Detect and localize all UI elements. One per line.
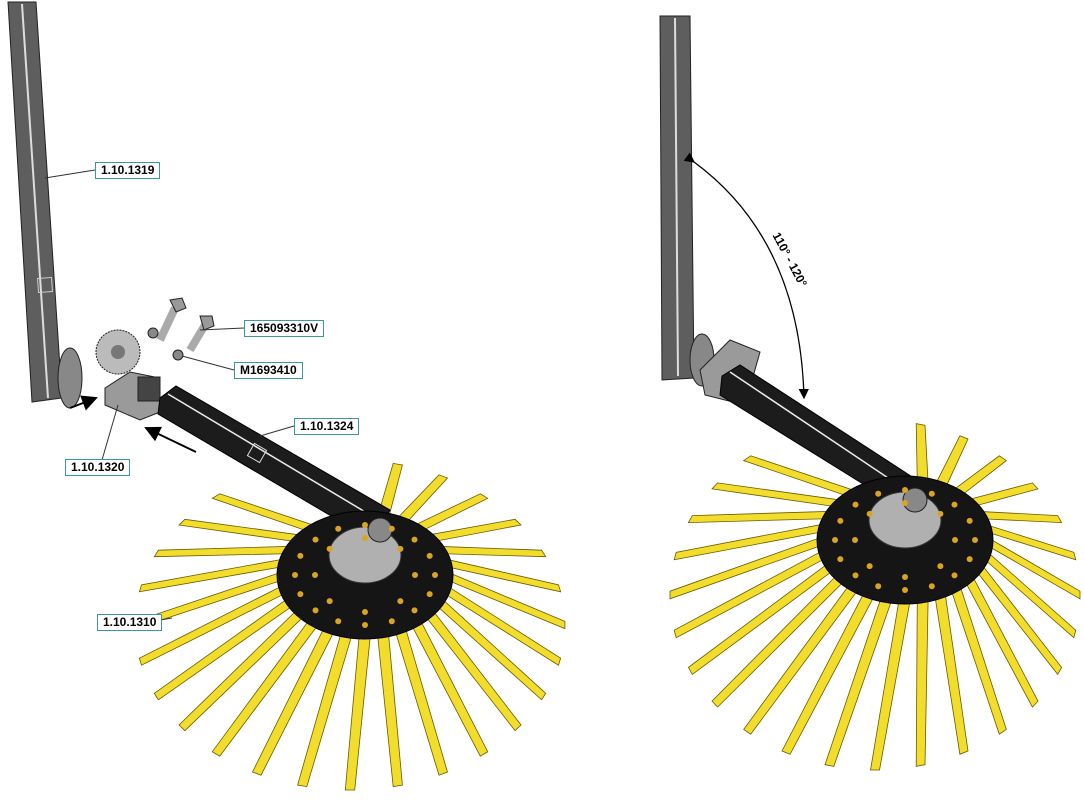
disc-bolt	[362, 609, 368, 615]
disc-bolt	[326, 545, 333, 552]
label-bolt: 165093310V	[244, 320, 325, 337]
disc-bolt	[852, 572, 859, 579]
label-arm: 1.10.1324	[294, 418, 360, 435]
bolts	[147, 297, 215, 361]
disc-bolt	[902, 487, 908, 493]
disc-bolt	[928, 490, 935, 497]
label-disc: 1.10.1310	[97, 614, 163, 631]
disc-bolt	[837, 517, 844, 524]
disc-bolt	[411, 607, 418, 614]
disc-bolt	[952, 537, 958, 543]
disc-bolt	[966, 517, 973, 524]
tines-left	[134, 462, 566, 791]
gear-left	[57, 347, 83, 409]
disc-bolt	[875, 583, 882, 590]
disc-bolt	[866, 563, 873, 570]
label-nut: M1693410	[234, 362, 303, 379]
label-post: 1.10.1319	[95, 162, 161, 179]
disc-bolt	[362, 522, 368, 528]
tine	[376, 630, 403, 788]
disc-bolt	[951, 501, 958, 508]
disc-bolt	[397, 545, 404, 552]
tine	[687, 510, 837, 524]
tine	[441, 557, 562, 593]
tine	[980, 522, 1077, 561]
disc-bolt	[902, 587, 908, 593]
disc-bolt	[411, 536, 418, 543]
disc-bolt	[362, 535, 368, 541]
disc-bolt	[312, 536, 319, 543]
tine	[344, 632, 372, 791]
disc-bolt	[362, 622, 368, 628]
leader-lines	[44, 169, 295, 621]
label-bracket: 1.10.1320	[65, 459, 131, 476]
disc-bolt	[937, 563, 944, 570]
disc-bolt	[902, 500, 908, 506]
logo-icon	[36, 276, 54, 294]
disc-bolt	[866, 510, 873, 517]
tine	[297, 630, 354, 788]
angle-arc	[683, 152, 809, 400]
disc-bolt	[902, 574, 908, 580]
disc-bolt	[388, 525, 395, 532]
tine	[673, 522, 829, 561]
tine	[153, 545, 297, 558]
disc-bolt	[388, 618, 395, 625]
disc-bolt	[397, 598, 404, 605]
tine	[433, 545, 547, 558]
disc-bolt	[972, 537, 978, 543]
tine	[915, 595, 929, 767]
tine	[138, 557, 289, 593]
disc-bolt	[426, 552, 433, 559]
disc-bolt	[432, 572, 438, 578]
disc-bolt	[335, 618, 342, 625]
disc-bolt	[837, 556, 844, 563]
disc-bolt	[292, 572, 298, 578]
disc-bolt	[312, 572, 318, 578]
disc-bolt	[951, 572, 958, 579]
disc-bolt	[426, 591, 433, 598]
disc-bolt	[937, 510, 944, 517]
disc-bolt	[312, 607, 319, 614]
tine	[915, 423, 929, 485]
tines-right	[669, 423, 1081, 771]
disc-bolts-right	[832, 487, 978, 593]
disc-bolt	[412, 572, 418, 578]
disc-bolt	[297, 552, 304, 559]
disc-bolt	[875, 490, 882, 497]
disc-bolt	[297, 591, 304, 598]
disc-bolt	[928, 583, 935, 590]
disc-bolt	[852, 501, 859, 508]
disc-bolts-left	[292, 522, 438, 628]
disc-bolt	[326, 598, 333, 605]
disc-bolt	[852, 537, 858, 543]
tine	[394, 624, 448, 776]
disc-bolt	[335, 525, 342, 532]
disc-bolt	[966, 556, 973, 563]
disc-bolt	[832, 537, 838, 543]
